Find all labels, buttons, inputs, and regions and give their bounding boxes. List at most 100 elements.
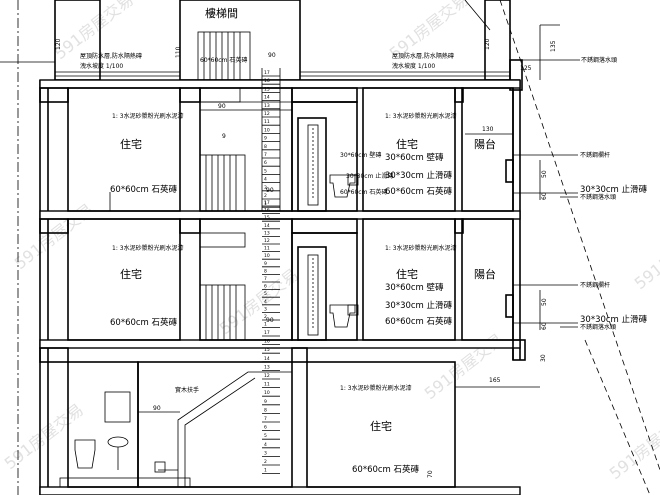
stair-step-number: 4	[264, 442, 267, 448]
wall-tile-label: 30*60cm 壁磚	[340, 151, 381, 159]
stair-step-number: 13	[264, 230, 270, 236]
drain-label: 不銹鋼落水頭	[581, 56, 617, 64]
stair-step-number: 17	[264, 200, 270, 206]
dim-120: 120	[55, 38, 62, 50]
wall-tile-label: 30*60cm 壁磚	[385, 282, 444, 293]
stair-step-number: 16	[264, 78, 270, 84]
stair-step-number: 6	[264, 425, 267, 431]
stair-step-number: 6	[264, 160, 267, 166]
stair-step-number: 11	[264, 246, 270, 252]
stair-step-number: 12	[264, 238, 270, 244]
dim-125: 125	[520, 65, 532, 72]
dim-60: 60	[541, 322, 548, 330]
tile-30-label: 30*30cm 止滑磚	[385, 170, 453, 181]
stair-step-number: 14	[264, 223, 270, 229]
plaster-label: 1: 3水泥砂漿粉光刷水泥漆	[340, 384, 412, 392]
stair-step-number: 3	[264, 306, 267, 312]
dim-110: 110	[175, 46, 182, 58]
stair-step-number: 8	[264, 144, 267, 150]
plaster-label: 1: 3水泥砂漿粉光刷水泥漆	[112, 112, 184, 120]
stair-step-number: 2	[264, 459, 267, 465]
tile-30-label: 30*30cm 止滑磚	[385, 300, 453, 311]
stair-step-number: 11	[264, 382, 270, 388]
dim-60: 60	[541, 192, 548, 200]
dim-90: 90	[268, 52, 276, 59]
floor-tile-label: 60*60cm 石英磚	[385, 186, 453, 197]
stair-step-number: 14	[264, 95, 270, 101]
stair-step-number: 2	[264, 193, 267, 199]
watermark: 591房屋交易	[631, 220, 660, 293]
stair-step-number: 14	[264, 356, 270, 362]
stair-step-number: 9	[264, 399, 267, 405]
stair-step-number: 15	[264, 347, 270, 353]
stair-step-number: 12	[264, 373, 270, 379]
roof-note-2: 洩水坡度 1/100	[392, 62, 435, 70]
stair-step-number: 5	[264, 168, 267, 174]
stair-step-number: 7	[264, 152, 267, 158]
right-annotations: 不銹鋼欄杆 50 60 30*30cm 止滑磚 不銹鋼落水頭 不銹鋼欄杆 50 …	[513, 151, 648, 331]
room-label-residence: 住宅	[370, 419, 392, 433]
stair-step-numbers: 1716151413121110987654321171615141312111…	[262, 70, 280, 475]
stair-step-number: 11	[264, 119, 270, 125]
stair-step-number: 1	[264, 201, 267, 207]
dim-50: 50	[541, 298, 548, 306]
tile-30-label: 30*30cm 止滑磚	[580, 314, 648, 325]
stair-step-number: 16	[264, 208, 270, 214]
stair-step-number: 6	[264, 284, 267, 290]
stair-step-number: 4	[264, 299, 267, 305]
stair-step-number: 1	[264, 468, 267, 474]
room-label-balcony: 陽台	[474, 267, 496, 281]
dim-90: 90	[153, 405, 161, 412]
dim-50: 50	[541, 170, 548, 178]
drain-label: 不銹鋼落水頭	[580, 193, 616, 201]
stair-step-number: 10	[264, 253, 270, 259]
tile-30-label: 30*30cm 止滑磚	[580, 184, 648, 195]
room-label-residence: 住宅	[396, 137, 418, 151]
stair-step-number: 9	[264, 261, 267, 267]
railing-label: 不銹鋼欄杆	[580, 281, 610, 289]
watermark: 591房屋交易	[216, 265, 302, 338]
wall-tile-label: 30*60cm 壁磚	[385, 152, 444, 163]
dim-120: 120	[484, 38, 491, 50]
floor-middle: 住宅 1: 3水泥砂漿粉光刷水泥漆 60*60cm 石英磚 90 住宅 1: 3…	[67, 218, 514, 341]
stair-step-number: 3	[264, 185, 267, 191]
railing-label: 不銹鋼欄杆	[580, 151, 610, 159]
floor-upper: 住宅 1: 3水泥砂漿粉光刷水泥漆 60*60cm 石英磚 90 90 9 30…	[67, 87, 514, 212]
stair-step-number: 16	[264, 339, 270, 345]
dim-70: 70	[427, 470, 434, 478]
stair-step-number: 7	[264, 276, 267, 282]
tile-30-label: 30*30cm 止滑磚	[346, 172, 393, 180]
stair-step-number: 5	[264, 291, 267, 297]
room-label-residence: 住宅	[120, 137, 142, 151]
stair-step-number: 13	[264, 364, 270, 370]
dim-90: 90	[218, 103, 226, 110]
stair-step-number: 17	[264, 330, 270, 336]
stair-step-number: 4	[264, 177, 267, 183]
stair-step-number: 7	[264, 416, 267, 422]
stair-step-number: 13	[264, 103, 270, 109]
stair-step-number: 5	[264, 433, 267, 439]
stair-step-number: 10	[264, 390, 270, 396]
stair-hall-title: 樓梯間	[205, 6, 238, 20]
stair-step-number: 8	[264, 268, 267, 274]
stair-flight-upper	[261, 68, 281, 211]
stair-tower-roof: 樓梯間 60*60cm 石英磚 90 110	[175, 0, 301, 81]
stair-step-number: 12	[264, 111, 270, 117]
stair-step-number: 10	[264, 127, 270, 133]
watermark: 591房屋交易	[1, 400, 87, 473]
stair-step-number: 15	[264, 86, 270, 92]
dim-165: 165	[489, 377, 501, 384]
stair-step-number: 17	[264, 70, 270, 76]
floor-tile-label: 60*60cm 石英磚	[110, 184, 178, 195]
plaster-label: 1: 3水泥砂漿粉光刷水泥漆	[385, 244, 457, 252]
wood-handrail-label: 實木扶手	[175, 386, 199, 394]
stair-step-number: 9	[264, 136, 267, 142]
dim-9: 9	[222, 133, 226, 140]
room-label-balcony: 陽台	[474, 137, 496, 151]
stair-step-number: 8	[264, 407, 267, 413]
roof-note-2: 洩水坡度 1/100	[80, 62, 123, 70]
stair-step-number: 2	[264, 314, 267, 320]
roof-note-1: 屋頂防水層,防水隔熱磚	[80, 52, 142, 60]
